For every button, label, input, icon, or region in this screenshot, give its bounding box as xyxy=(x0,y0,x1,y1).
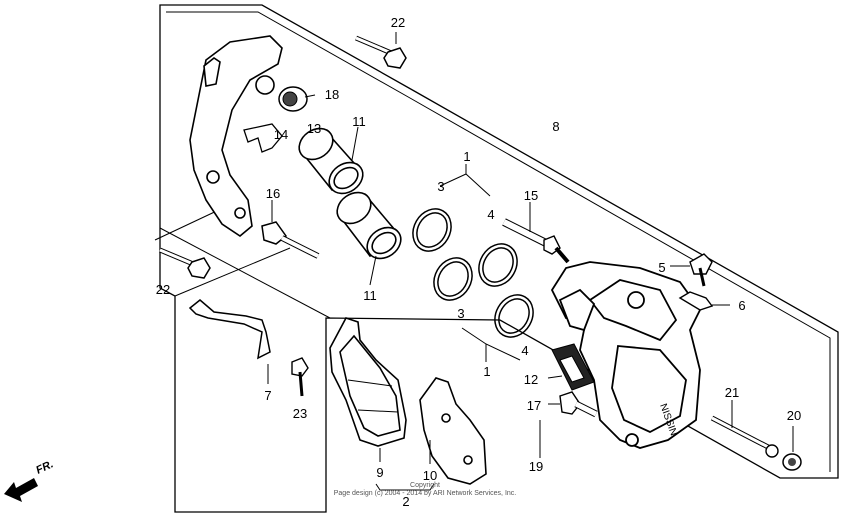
part-label-20: 20 xyxy=(787,408,801,423)
part-label-8: 8 xyxy=(552,119,559,134)
part-label-11-bottom: 11 xyxy=(363,288,377,303)
pin-21 xyxy=(710,415,779,458)
piston-seal-upper xyxy=(412,208,452,252)
part-label-3-bottom: 3 xyxy=(457,306,464,321)
part-label-17: 17 xyxy=(527,398,541,413)
group-bracket-top xyxy=(439,173,491,197)
bolt-23 xyxy=(291,357,309,397)
group-bracket-2 xyxy=(375,483,435,491)
front-direction-arrow xyxy=(4,478,38,502)
part-label-7: 7 xyxy=(264,388,271,403)
leader-line xyxy=(159,227,331,319)
pad-spring-7 xyxy=(188,299,271,360)
caliper-body xyxy=(550,261,702,449)
footer-copyright: Copyright xyxy=(410,482,440,489)
part-label-5: 5 xyxy=(658,260,665,275)
part-label-22-top: 22 xyxy=(391,15,405,30)
leader-line xyxy=(174,247,291,297)
pad-clip xyxy=(243,123,283,153)
plug-20 xyxy=(782,453,802,471)
pad-pin-17 xyxy=(559,391,598,418)
part-label-22-bottom: 22 xyxy=(156,282,170,297)
part-label-4-top: 4 xyxy=(487,207,494,222)
part-label-18: 18 xyxy=(325,87,339,102)
pin-bolt-16 xyxy=(261,221,320,259)
part-label-13: 13 xyxy=(307,121,321,136)
part-label-19: 19 xyxy=(529,459,543,474)
part-label-11-top: 11 xyxy=(352,114,366,129)
caliper-bracket xyxy=(189,35,283,237)
assembly-outline-inner xyxy=(166,11,831,472)
part-label-23: 23 xyxy=(293,406,307,421)
part-label-2: 2 xyxy=(402,494,409,509)
part-label-15: 15 xyxy=(524,188,538,203)
part-label-9: 9 xyxy=(376,465,383,480)
bolt-22-top xyxy=(355,35,407,69)
bleeder-cap-6 xyxy=(678,291,714,311)
pad-shim-12 xyxy=(551,343,595,391)
bolt-22-bottom xyxy=(159,247,211,279)
part-label-16: 16 xyxy=(266,186,280,201)
front-direction-label: FR. xyxy=(34,458,55,476)
footer-text: Page design (c) 2004 - 2014 by ARI Netwo… xyxy=(334,490,517,497)
slide-pin-15 xyxy=(502,218,570,264)
rubber-boot xyxy=(278,86,308,112)
dust-seal-upper xyxy=(478,243,518,287)
part-label-4-bottom: 4 xyxy=(521,343,528,358)
piston-lower xyxy=(336,191,402,260)
part-label-1-bottom: 1 xyxy=(483,364,490,379)
part-label-1-top: 1 xyxy=(463,149,470,164)
brake-pad-10 xyxy=(419,377,487,485)
brake-pad-9 xyxy=(329,317,407,447)
part-label-6: 6 xyxy=(738,298,745,313)
piston-upper xyxy=(298,127,364,195)
piston-seal-lower xyxy=(433,257,473,301)
dust-seal-lower xyxy=(494,294,534,338)
part-label-3-top: 3 xyxy=(437,179,444,194)
part-label-21: 21 xyxy=(725,385,739,400)
part-label-10: 10 xyxy=(423,468,437,483)
bleeder-valve-5 xyxy=(689,253,713,287)
part-label-12: 12 xyxy=(524,372,538,387)
part-label-14: 14 xyxy=(274,127,288,142)
